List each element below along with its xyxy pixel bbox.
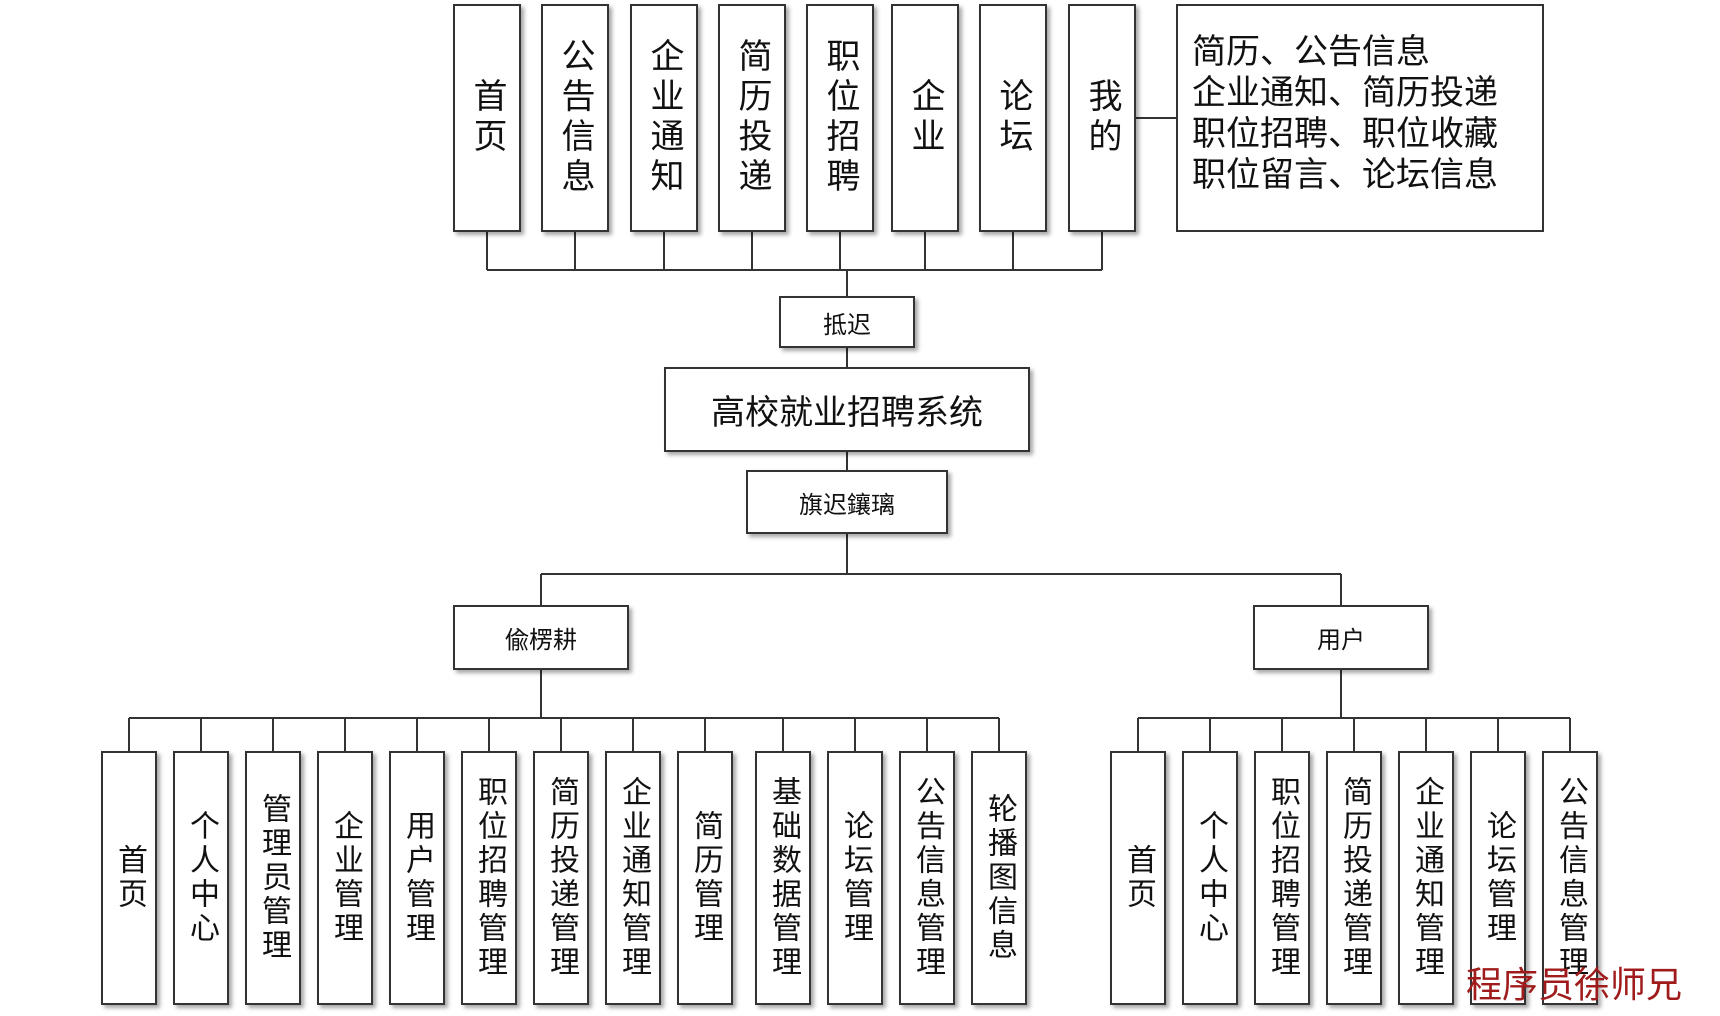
mine-description-box: 简历、公告信息 企业通知、简历投递 职位招聘、职位收藏 职位留言、论坛信息	[1176, 4, 1544, 232]
admin-branch-title: 偸楞耕	[453, 605, 629, 670]
front-end-label: 抵迟	[779, 296, 915, 348]
user-item-company-notice-manage: 企业通知管理	[1398, 751, 1454, 1005]
user-item-home: 首页	[1110, 751, 1166, 1005]
top-item-job-recruit: 职位招聘	[806, 4, 874, 232]
top-item-mine: 我的	[1068, 4, 1136, 232]
admin-item-carousel-info: 轮播图信息	[971, 751, 1027, 1005]
description-line: 职位留言、论坛信息	[1192, 155, 1498, 195]
top-item-resume-submit: 简历投递	[718, 4, 786, 232]
back-end-label: 旗迟鑲璃	[746, 470, 948, 534]
top-item-forum: 论坛	[979, 4, 1047, 232]
description-line: 简历、公告信息	[1192, 32, 1430, 72]
user-item-announcement-manage: 公告信息管理	[1542, 751, 1598, 1005]
admin-item-admin-manage: 管理员管理	[245, 751, 301, 1005]
user-item-resume-submit-manage: 简历投递管理	[1326, 751, 1382, 1005]
description-line: 企业通知、简历投递	[1192, 73, 1498, 113]
user-item-job-manage: 职位招聘管理	[1254, 751, 1310, 1005]
description-line: 职位招聘、职位收藏	[1192, 114, 1498, 154]
user-item-personal-center: 个人中心	[1182, 751, 1238, 1005]
top-item-company: 企业	[891, 4, 959, 232]
system-title: 高校就业招聘系统	[664, 367, 1030, 452]
admin-item-user-manage: 用户管理	[389, 751, 445, 1005]
admin-item-company-manage: 企业管理	[317, 751, 373, 1005]
watermark: 程序员徐师兄	[1466, 965, 1683, 1006]
admin-item-forum-manage: 论坛管理	[827, 751, 883, 1005]
admin-item-personal-center: 个人中心	[173, 751, 229, 1005]
user-branch-title: 用户	[1253, 605, 1429, 670]
admin-item-basic-data-manage: 基础数据管理	[755, 751, 811, 1005]
user-item-forum-manage: 论坛管理	[1470, 751, 1526, 1005]
admin-item-home: 首页	[101, 751, 157, 1005]
admin-item-resume-manage: 简历管理	[677, 751, 733, 1005]
admin-item-job-manage: 职位招聘管理	[461, 751, 517, 1005]
top-item-home: 首页	[453, 4, 521, 232]
admin-item-resume-submit-manage: 简历投递管理	[533, 751, 589, 1005]
admin-item-announcement-manage: 公告信息管理	[899, 751, 955, 1005]
admin-item-company-notice-manage: 企业通知管理	[605, 751, 661, 1005]
top-item-announcement: 公告信息	[541, 4, 609, 232]
top-item-company-notice: 企业通知	[630, 4, 698, 232]
